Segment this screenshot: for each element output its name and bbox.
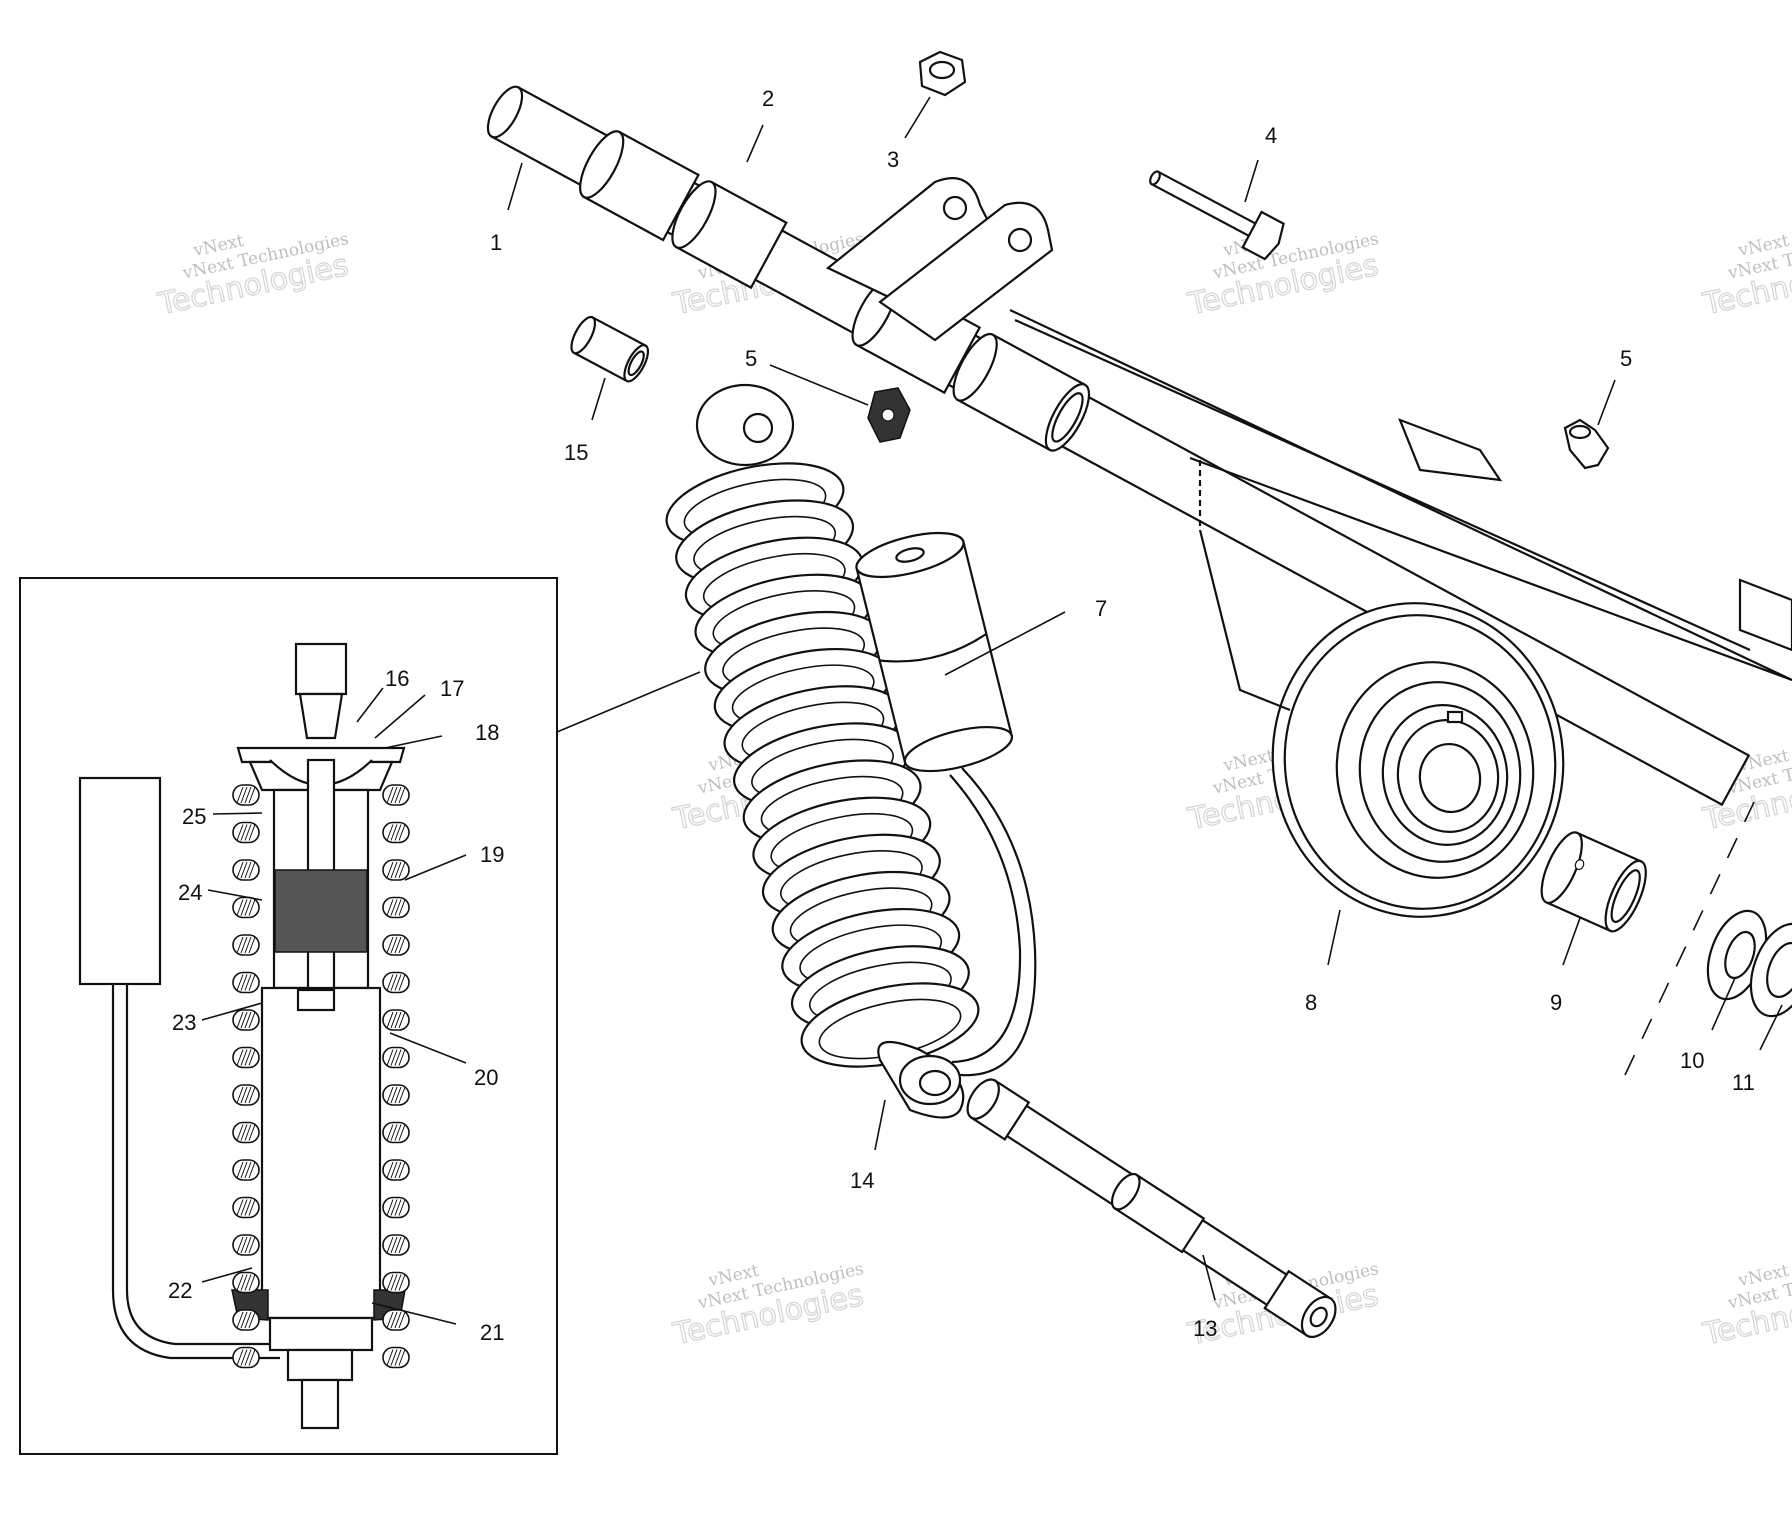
coil-section xyxy=(382,1159,410,1181)
coil-section xyxy=(382,1234,410,1256)
coil-section xyxy=(382,1309,410,1331)
coil-section xyxy=(382,1346,410,1369)
callout-24: 24 xyxy=(178,880,202,905)
coil-section xyxy=(232,1084,260,1106)
coil-section xyxy=(382,1196,410,1219)
callout-21: 21 xyxy=(480,1320,504,1345)
coil-section xyxy=(232,859,260,881)
callout-1: 1 xyxy=(490,230,502,255)
spacer-part-9 xyxy=(1540,831,1647,933)
callout-9: 9 xyxy=(1550,990,1562,1015)
coil-section xyxy=(232,1271,260,1294)
grease-fitting-part-5 xyxy=(1563,418,1610,470)
shock-cutaway-inset xyxy=(19,577,701,1455)
idler-wheel-part-8 xyxy=(1271,602,1565,918)
coil-section xyxy=(382,784,410,806)
shock-mount-bracket xyxy=(825,177,1054,342)
callout-2: 2 xyxy=(762,86,774,111)
coil-section xyxy=(382,1046,410,1069)
bolt-part-4 xyxy=(1149,170,1285,261)
bushing-part-15 xyxy=(570,315,650,383)
callout-labels: 1 2 3 4 5 5 7 8 9 10 11 13 14 15 16 17 1… xyxy=(168,86,1755,1345)
coil-section xyxy=(232,1309,260,1331)
bottom-eye-part-14 xyxy=(877,1040,965,1119)
shock-absorber-assembly xyxy=(665,383,1037,1119)
coil-section xyxy=(382,896,410,919)
coil-section xyxy=(382,821,410,844)
coil-section xyxy=(232,821,260,844)
coil-section xyxy=(382,1121,410,1144)
coil-section xyxy=(232,934,260,956)
washer-part-11 xyxy=(1749,922,1792,1018)
callout-15: 15 xyxy=(564,440,588,465)
grease-fitting-part-5 xyxy=(867,387,911,443)
callout-3: 3 xyxy=(887,147,899,172)
callout-20: 20 xyxy=(474,1065,498,1090)
coil-section xyxy=(232,1159,260,1181)
callout-5a: 5 xyxy=(745,346,757,371)
callout-4: 4 xyxy=(1265,123,1277,148)
callout-25: 25 xyxy=(182,804,206,829)
callout-14: 14 xyxy=(850,1168,874,1193)
coil-section xyxy=(232,1346,260,1369)
lower-shaft-part-13 xyxy=(966,1078,1337,1339)
coil-section xyxy=(232,1196,260,1219)
coil-section xyxy=(232,1009,260,1031)
coil-section xyxy=(232,784,260,806)
reservoir-part-7 xyxy=(855,531,1014,773)
coil-section xyxy=(382,1271,410,1294)
callout-22: 22 xyxy=(168,1278,192,1303)
callout-13: 13 xyxy=(1193,1316,1217,1341)
coil-section xyxy=(382,1009,410,1031)
callout-11: 11 xyxy=(1732,1070,1755,1095)
nut-part-3 xyxy=(918,50,967,97)
coil-section xyxy=(232,971,260,994)
callout-18: 18 xyxy=(475,720,499,745)
coil-section xyxy=(382,971,410,994)
callout-19: 19 xyxy=(480,842,504,867)
coil-section xyxy=(382,859,410,881)
axis-line xyxy=(1624,799,1756,1076)
coil-section xyxy=(232,1046,260,1069)
callout-23: 23 xyxy=(172,1010,196,1035)
callout-17: 17 xyxy=(440,676,464,701)
leader-lines xyxy=(201,96,1783,1325)
coil-section xyxy=(382,934,410,956)
callout-5b: 5 xyxy=(1620,346,1632,371)
callout-16: 16 xyxy=(385,666,409,691)
coil-section xyxy=(232,1121,260,1144)
callout-7: 7 xyxy=(1095,596,1107,621)
coil-section xyxy=(232,1234,260,1256)
callout-10: 10 xyxy=(1680,1048,1704,1073)
callout-8: 8 xyxy=(1305,990,1317,1015)
spring-cross-section xyxy=(232,784,410,1369)
coil-spring xyxy=(665,462,980,1068)
coil-section xyxy=(382,1084,410,1106)
